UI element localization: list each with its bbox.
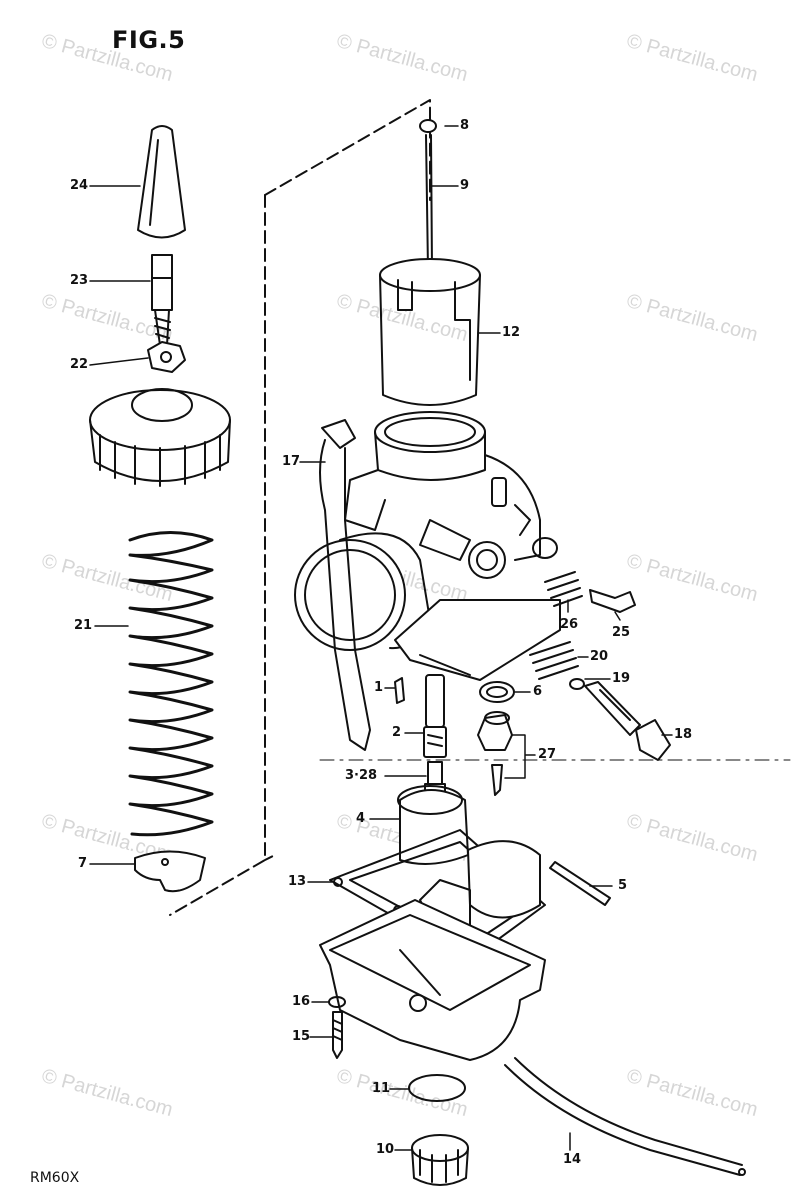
- part-15-screw: [332, 1011, 343, 1059]
- part-23-adjuster: [151, 254, 173, 346]
- callout-26: 26: [560, 617, 579, 632]
- part-27-float-valve: [477, 711, 513, 796]
- callout-24: 24: [70, 178, 89, 193]
- part-5-pin: [549, 861, 611, 906]
- part-12-throttle-valve: [379, 258, 481, 406]
- part-16-washer: [328, 996, 346, 1008]
- callout-1: 1: [374, 680, 384, 695]
- leader-line: [614, 611, 621, 621]
- callout-3-28: 3·28: [345, 768, 378, 783]
- part-6-washer: [479, 681, 515, 703]
- callout-7: 7: [78, 856, 88, 871]
- callout-21: 21: [74, 618, 93, 633]
- carburetor-body: [294, 411, 561, 681]
- callout-2: 2: [392, 725, 402, 740]
- callout-18: 18: [674, 727, 693, 742]
- assembly-bracket-line: [264, 854, 276, 861]
- leader-line: [504, 734, 536, 779]
- callout-5: 5: [618, 878, 628, 893]
- callout-9: 9: [460, 178, 470, 193]
- callout-27: 27: [538, 747, 557, 762]
- part-2-needle-jet: [423, 674, 447, 758]
- part-20-spring: [529, 641, 579, 680]
- callout-14: 14: [563, 1152, 582, 1167]
- callout-10: 10: [376, 1142, 395, 1157]
- part-24-cap: [137, 125, 186, 239]
- callout-12: 12: [502, 325, 521, 340]
- callout-4: 4: [356, 811, 366, 826]
- part-18-air-screw: [584, 681, 671, 761]
- part-3-28-main-jet: [424, 761, 446, 795]
- callout-25: 25: [612, 625, 631, 640]
- callout-22: 22: [70, 357, 89, 372]
- part-19-o-ring: [569, 678, 585, 690]
- callout-23: 23: [70, 273, 89, 288]
- part-21-spring: [128, 531, 214, 837]
- part-1-clip: [394, 677, 405, 704]
- figure-title: FIG.5: [112, 26, 186, 54]
- float-bowl: [319, 899, 546, 1061]
- float-chamber-box: [419, 840, 541, 941]
- callout-13: 13: [288, 874, 307, 889]
- part-9-needle: [425, 134, 433, 271]
- callout-11: 11: [372, 1081, 391, 1096]
- part-7-clip: [134, 850, 206, 893]
- callout-16: 16: [292, 994, 311, 1009]
- part-14-tube: [504, 1057, 746, 1176]
- part-22-nut: [147, 341, 186, 373]
- part-11-o-ring: [408, 1074, 466, 1102]
- callout-15: 15: [292, 1029, 311, 1044]
- assembly-bracket-line: [264, 99, 431, 201]
- part-17-tube: [319, 419, 371, 751]
- callout-8: 8: [460, 118, 470, 133]
- callout-6: 6: [533, 684, 543, 699]
- part-8-clip: [419, 119, 437, 133]
- assembly-bracket-line: [169, 194, 266, 916]
- part-top-cap: [89, 388, 231, 487]
- part-25-screw: [589, 589, 636, 613]
- part-26-spring: [544, 571, 583, 607]
- callout-17: 17: [282, 454, 301, 469]
- leader-line: [89, 357, 149, 366]
- part-10-plug: [411, 1134, 469, 1186]
- model-label: RM60X: [30, 1170, 80, 1186]
- callout-19: 19: [612, 671, 631, 686]
- callout-20: 20: [590, 649, 609, 664]
